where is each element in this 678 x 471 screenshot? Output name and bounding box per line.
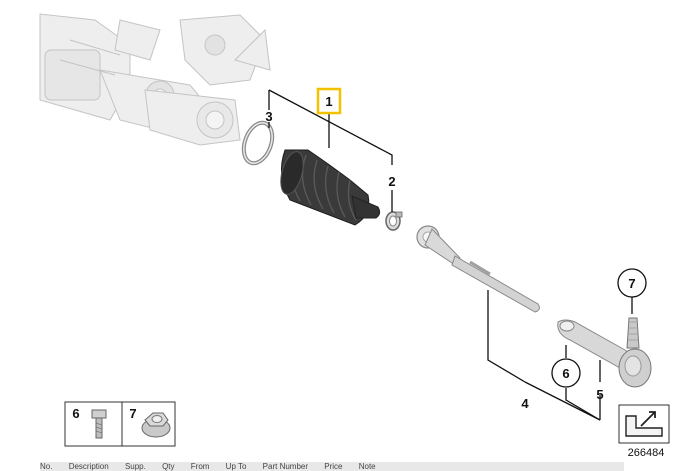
callout-3-label: 3 (265, 109, 272, 124)
clamp-ring-part-3 (241, 120, 275, 166)
callout-3[interactable]: 3 (265, 109, 272, 124)
col-up-to: Up To (225, 462, 247, 471)
callout-7[interactable]: 7 (617, 268, 647, 298)
arrow-box-icon (625, 411, 663, 437)
col-part-number: Part Number (262, 462, 309, 471)
leader-lines (268, 89, 633, 421)
clamp-part-2 (385, 211, 403, 231)
col-qty: Qty (162, 462, 175, 471)
reference-number: 266484 (628, 447, 665, 459)
bolt-icon (91, 409, 107, 439)
legend-6-label: 6 (72, 406, 79, 421)
col-supp: Supp. (124, 462, 146, 471)
callout-2[interactable]: 2 (388, 174, 395, 189)
callout-1-label: 1 (325, 94, 332, 109)
callout-5[interactable]: 5 (596, 387, 603, 402)
callout-6-label: 6 (562, 366, 569, 381)
col-description: Description (68, 462, 109, 471)
callout-7-label: 7 (628, 276, 635, 291)
col-no: No. (40, 462, 53, 471)
legend-item-nut[interactable]: 7 (129, 406, 171, 438)
callout-2-label: 2 (388, 174, 395, 189)
reference-box: 266484 (618, 404, 670, 459)
callout-1[interactable]: 1 (316, 87, 342, 115)
bellows-part-1 (280, 149, 381, 226)
callout-6[interactable]: 6 (551, 358, 581, 388)
steering-gear-housing (39, 13, 271, 146)
col-note: Note (358, 462, 376, 471)
col-from: From (190, 462, 210, 471)
legend-7-label: 7 (129, 406, 136, 421)
callout-4-label: 4 (521, 396, 529, 411)
callout-4[interactable]: 4 (521, 396, 529, 411)
legend-box: 6 7 (64, 401, 176, 447)
parts-table-header: No. Description Supp. Qty From Up To Par… (40, 462, 624, 471)
callout-5-label: 5 (596, 387, 603, 402)
tie-rod-end-part-5 (557, 317, 652, 388)
nut-icon (141, 412, 171, 438)
tie-rod-part-4 (416, 225, 540, 313)
col-price: Price (324, 462, 343, 471)
legend-item-bolt[interactable]: 6 (72, 406, 107, 439)
